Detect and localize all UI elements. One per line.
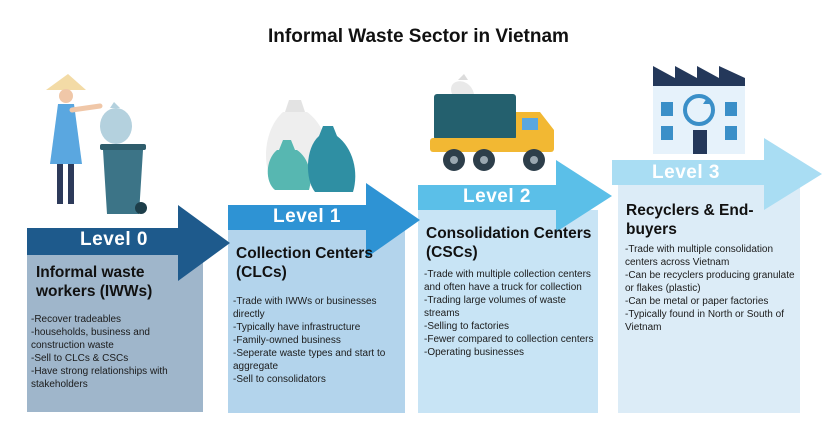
bullet-item: -households, business and construction w… [31,327,150,351]
level-0-title: Informal waste workers (IWWs) [36,264,153,300]
bullet-item: -Selling to factories [424,321,510,332]
diagram-title: Informal Waste Sector in Vietnam [268,26,569,47]
bullet-item: -Fewer compared to collection centers [424,334,594,345]
bullet-item: -Typically found in North or South of Vi… [625,309,784,333]
level-1-label: Level 1 [273,206,341,227]
level-2-title: Consolidation Centers (CSCs) [426,225,592,261]
waste-worker-icon [46,74,147,214]
garbage-truck-icon [430,74,554,171]
bullet-item: -Can be recyclers producing granulate or… [625,270,795,294]
bullet-item: -Family-owned business [233,335,341,346]
level-0-bullets: -Recover tradeables -households, busines… [31,313,201,391]
recycling-factory-icon [653,66,745,154]
bullet-item: -Can be metal or paper factories [625,296,769,307]
bullet-item: -Seperate waste types and start to aggre… [233,348,386,372]
level-2-panel [418,210,598,413]
waste-bags-icon [265,100,356,192]
level-2-bullets: -Trade with multiple collection centers … [424,268,596,359]
level-0-arrow [27,205,230,281]
level-3-title: Recyclers & End-buyers [626,202,754,238]
bullet-item: -Sell to consolidators [233,374,326,385]
level-3-arrow [612,138,822,210]
level-0-panel [27,255,203,412]
level-2-arrow [418,160,612,232]
bullet-item: -Typically have infrastructure [233,322,361,333]
bullet-item: -Trade with multiple collection centers … [424,269,591,293]
level-0-label: Level 0 [80,229,148,250]
level-3-label: Level 3 [652,162,720,183]
level-1-title: Collection Centers (CLCs) [236,245,373,281]
bullet-item: -Sell to CLCs & CSCs [31,353,129,364]
bullet-item: -Trade with IWWs or businesses directly [233,296,377,320]
bullet-item: -Recover tradeables [31,314,122,325]
level-1-arrow [228,183,420,258]
bullet-item: -Trading large volumes of waste streams [424,295,566,319]
level-2-label: Level 2 [463,186,531,207]
level-1-bullets: -Trade with IWWs or businesses directly … [233,295,403,386]
level-3-panel [618,185,800,413]
bullet-item: -Operating businesses [424,347,525,358]
bullet-item: -Have strong relationships with stakehol… [31,366,168,390]
level-3-bullets: -Trade with multiple consolidation cente… [625,243,797,334]
bullet-item: -Trade with multiple consolidation cente… [625,244,774,268]
level-1-panel [228,228,405,413]
